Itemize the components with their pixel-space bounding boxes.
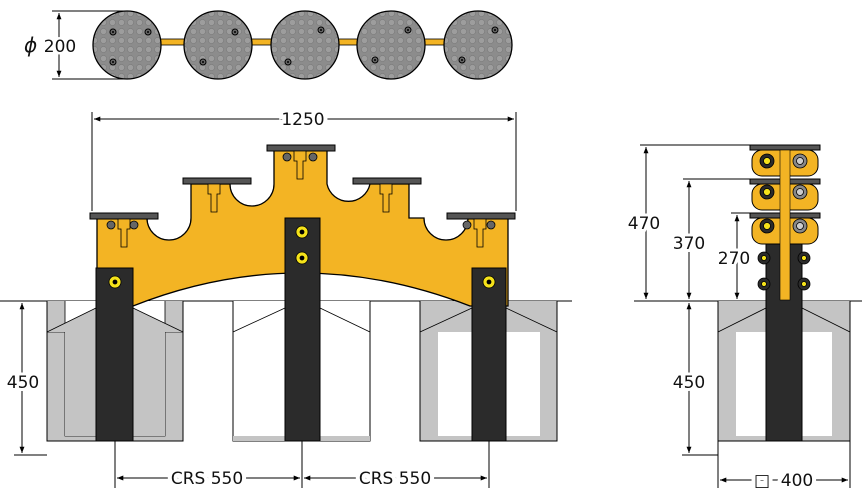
concrete-footing xyxy=(419,301,558,442)
width-label: 1250 xyxy=(281,110,324,130)
post xyxy=(284,217,321,442)
post-bolt-icon xyxy=(108,225,496,289)
top-disc xyxy=(270,10,340,80)
diameter-symbol: ϕ xyxy=(24,33,37,57)
seat-plate xyxy=(446,212,516,220)
seat-plate xyxy=(352,177,422,185)
front-view: 1250 450 CRS 550 CRS 550 xyxy=(0,106,572,488)
spacing-left-label: CRS 550 xyxy=(171,469,243,488)
plate-bolt-icon xyxy=(106,150,496,248)
top-disc xyxy=(92,10,162,80)
height-low-label: 270 xyxy=(718,249,750,269)
side-view: 470 370 270 450 □ 400 xyxy=(625,144,862,488)
seat-plate xyxy=(89,212,159,220)
seat-plate xyxy=(266,144,336,152)
footing-size-label: 400 xyxy=(781,471,813,488)
top-disc xyxy=(183,10,253,80)
top-view: ϕ 200 xyxy=(24,10,513,80)
post xyxy=(471,267,507,442)
spacing-right-label: CRS 550 xyxy=(359,469,431,488)
side-bolt-icon xyxy=(757,153,811,291)
post xyxy=(95,267,134,442)
front-depth-label: 450 xyxy=(7,373,39,393)
top-disc xyxy=(356,10,426,80)
height-top-label: 470 xyxy=(628,214,660,234)
height-mid-label: 370 xyxy=(673,234,705,254)
top-disc xyxy=(443,10,513,80)
diameter-label: 200 xyxy=(44,37,76,57)
footing-symbol: □ xyxy=(754,471,770,488)
seat-plate xyxy=(182,177,252,185)
side-depth-label: 450 xyxy=(673,373,705,393)
